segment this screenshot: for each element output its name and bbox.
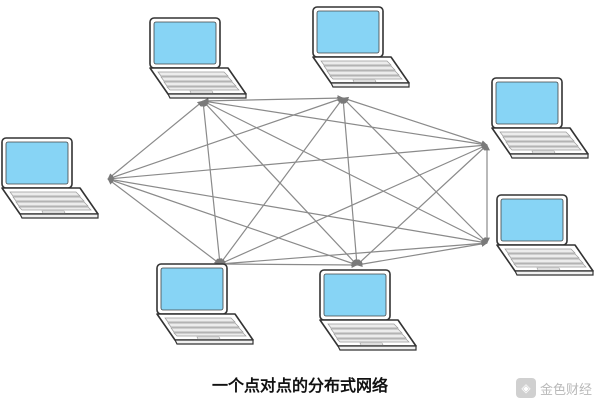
laptop-icon-top-center	[312, 6, 410, 88]
edge-left-to-right-top	[107, 142, 488, 182]
edge-left-to-bottom-center	[107, 177, 358, 267]
edge-top-center-to-right-bottom	[342, 97, 488, 244]
laptop-icon-right-bottom	[496, 194, 594, 276]
network-edges	[107, 95, 490, 268]
laptop-icon-top-left	[149, 17, 247, 99]
watermark: ◈ 金色财经	[515, 378, 592, 398]
laptop-icon-right-top	[491, 77, 589, 159]
edge-left-to-bottom-left	[107, 178, 221, 265]
golden-finance-logo-icon: ◈	[515, 378, 536, 398]
edge-left-to-right-bottom	[107, 176, 488, 246]
edge-right-top-to-bottom-center	[356, 144, 488, 266]
edge-top-left-to-bottom-left	[200, 100, 223, 265]
edge-bottom-center-to-bottom-left	[219, 261, 358, 268]
laptop-icon-left	[1, 137, 99, 219]
edge-left-to-top-center	[107, 96, 344, 181]
edge-top-center-to-right-top	[342, 96, 488, 147]
edge-left-to-top-left	[107, 100, 204, 180]
edge-right-bottom-to-bottom-left	[219, 240, 488, 267]
diagram-caption: 一个点对点的分布式网络	[211, 376, 388, 395]
watermark-text: 金色财经	[539, 382, 592, 398]
edge-top-center-to-bottom-center	[340, 97, 360, 266]
laptop-icon-bottom-center	[319, 269, 417, 351]
laptop-nodes	[1, 6, 594, 351]
laptop-icon-bottom-left	[156, 263, 254, 345]
